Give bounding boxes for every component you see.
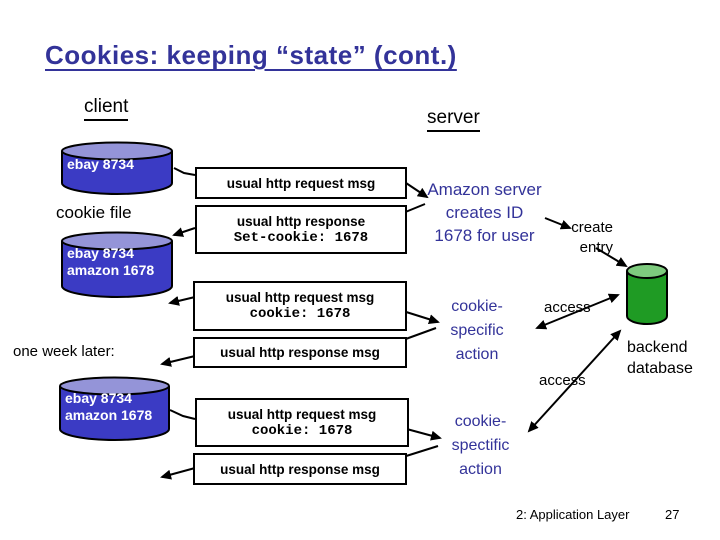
backend-database-cylinder [625, 262, 669, 327]
cookie-entry: amazon 1678 [67, 262, 155, 278]
connector-cyl3-to-request3 [169, 409, 196, 420]
note-line: action [455, 346, 499, 363]
note-line: cookie- [454, 413, 507, 430]
message-text: usual http request msg [225, 290, 375, 305]
cookie-specific-action-note-2: cookie- spectific action [433, 410, 528, 482]
note-line: spectific [451, 437, 510, 454]
arrow-response3-to-client [160, 467, 196, 480]
message-text: usual http response msg [220, 461, 380, 477]
backend-database-label: backend database [627, 337, 693, 379]
cookie-file-entries: ebay 8734 [67, 156, 134, 173]
note-line: 1678 for user [434, 226, 535, 245]
set-cookie-header: Set-cookie: 1678 [233, 229, 369, 246]
message-box-request-1: usual http request msg [195, 167, 407, 199]
client-column-label: client [84, 96, 129, 121]
cookie-entry: ebay 8734 [67, 245, 134, 261]
access-label-2: access [539, 372, 586, 389]
access-label-1: access [544, 299, 591, 316]
cookie-file-cylinder-initial: ebay 8734 [60, 141, 174, 196]
message-text: usual http request msg [227, 406, 377, 422]
slide-title: Cookies: keeping “state” (cont.) [45, 40, 457, 70]
create-entry-label: create entry [545, 218, 613, 258]
cookie-entry: ebay 8734 [65, 390, 132, 406]
note-line: entry [579, 239, 613, 256]
cookie-file-entries: ebay 8734 amazon 1678 [65, 390, 152, 424]
note-line: database [627, 360, 693, 377]
message-box-request-2: usual http request msg cookie: 1678 [193, 281, 407, 331]
message-text: usual http response msg [220, 345, 380, 360]
cookie-header: cookie: 1678 [249, 306, 351, 322]
arrow-response1-to-cookiefile [172, 227, 196, 237]
cookie-file-label: cookie file [56, 203, 132, 222]
note-line: create [571, 219, 613, 236]
message-box-request-3: usual http request msg cookie: 1678 [195, 398, 409, 447]
cylinder-shape [626, 263, 668, 325]
amazon-server-note: Amazon server creates ID 1678 for user [412, 178, 557, 247]
note-line: backend [627, 339, 688, 356]
footer-page-number: 27 [665, 507, 680, 522]
cookie-file-cylinder-week-later: ebay 8734 amazon 1678 [58, 376, 171, 442]
cookie-entry: amazon 1678 [65, 407, 153, 423]
footer-section-label: 2: Application Layer [516, 507, 630, 522]
one-week-later-label: one week later: [13, 343, 115, 360]
note-line: action [459, 461, 502, 478]
connector-action-to-response2 [402, 327, 437, 341]
server-column-label: server [427, 107, 480, 132]
message-box-response-2: usual http response msg [193, 337, 407, 368]
cookie-specific-action-note-1: cookie- specific action [433, 295, 521, 367]
message-box-response-1: usual http response Set-cookie: 1678 [195, 205, 407, 254]
note-line: cookie- [451, 298, 503, 315]
note-line: Amazon server [427, 180, 542, 199]
note-line: specific [450, 322, 504, 339]
connector-cyl1-to-request1 [173, 167, 196, 176]
message-box-response-3: usual http response msg [193, 453, 407, 485]
cylinder-shape [61, 141, 173, 195]
message-text: usual http request msg [226, 175, 376, 191]
cylinder-shape [61, 231, 173, 298]
cookie-file-entries: ebay 8734 amazon 1678 [67, 245, 154, 279]
cookie-entry: ebay 8734 [67, 156, 134, 172]
cookie-header: cookie: 1678 [251, 422, 353, 439]
cylinder-shape [59, 376, 170, 441]
message-text: usual http response [236, 213, 366, 229]
note-line: creates ID [445, 203, 524, 222]
cookie-file-cylinder-updated: ebay 8734 amazon 1678 [60, 231, 174, 299]
arrow-response2-to-client [160, 355, 196, 367]
